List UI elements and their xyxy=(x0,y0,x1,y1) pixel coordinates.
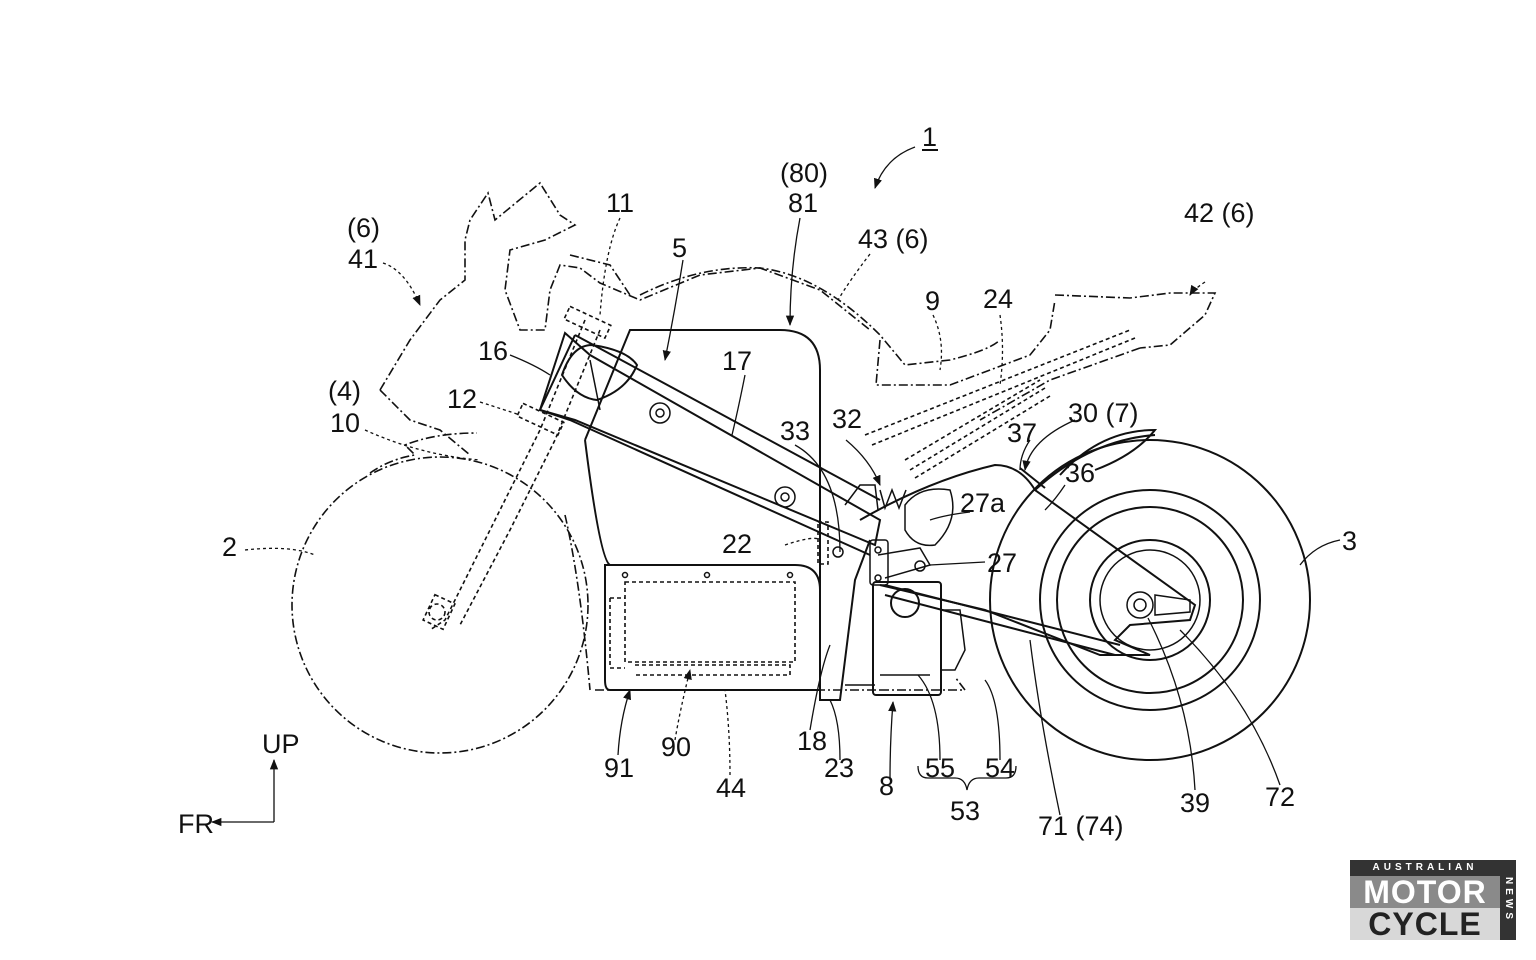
label-43: 43 (6) xyxy=(858,224,929,254)
label-33: 33 xyxy=(780,416,810,446)
label-53: 53 xyxy=(950,796,980,826)
label-2: 2 xyxy=(222,532,237,562)
label-27a: 27a xyxy=(960,488,1006,518)
label-up: UP xyxy=(262,729,300,759)
seat-cowl xyxy=(639,266,1217,479)
label-10: 10 xyxy=(330,408,360,438)
label-44: 44 xyxy=(716,773,746,803)
label-55: 55 xyxy=(925,753,955,783)
lower-frame xyxy=(819,539,889,701)
label-1: 1 xyxy=(922,122,937,152)
label-27: 27 xyxy=(987,548,1017,578)
label-91: 91 xyxy=(604,753,634,783)
leaders xyxy=(210,146,1341,827)
front-cowl xyxy=(379,181,871,456)
label-22: 22 xyxy=(722,529,752,559)
logo-cycle: CYCLE xyxy=(1350,908,1500,940)
label-5: 5 xyxy=(672,233,687,263)
label-3: 3 xyxy=(1342,526,1357,556)
label-18: 18 xyxy=(797,726,827,756)
label-8: 8 xyxy=(879,771,894,801)
label-81: 81 xyxy=(788,188,818,218)
front-wheel xyxy=(291,432,589,754)
label-41: 41 xyxy=(348,244,378,274)
reference-labels: 1 (80) 81 (6) 41 11 5 43 (6) 42 (6) 9 24… xyxy=(178,122,1357,841)
swing-arm xyxy=(844,463,1197,656)
label-fr: FR xyxy=(178,809,214,839)
watermark-logo: AUSTRALIAN MOTOR CYCLE NEWS xyxy=(1350,860,1516,940)
label-4: (4) xyxy=(328,376,361,406)
label-11: 11 xyxy=(606,188,634,218)
label-39: 39 xyxy=(1180,788,1210,818)
label-72: 72 xyxy=(1265,782,1295,812)
label-71: 71 (74) xyxy=(1038,811,1124,841)
rear-wheel xyxy=(884,428,1311,761)
label-6: (6) xyxy=(347,213,380,243)
label-30: 30 (7) xyxy=(1068,398,1139,428)
label-16: 16 xyxy=(478,336,508,366)
front-fender xyxy=(564,514,591,691)
main-frame xyxy=(538,331,882,556)
label-37: 37 xyxy=(1007,418,1037,448)
logo-news: NEWS xyxy=(1500,860,1516,940)
label-24: 24 xyxy=(983,284,1013,314)
label-36: 36 xyxy=(1065,458,1095,488)
label-80: (80) xyxy=(780,158,828,188)
label-17: 17 xyxy=(722,346,752,376)
label-90: 90 xyxy=(661,732,691,762)
label-9: 9 xyxy=(925,286,940,316)
label-54: 54 xyxy=(985,753,1015,783)
label-42: 42 (6) xyxy=(1184,198,1255,228)
label-32: 32 xyxy=(832,404,862,434)
logo-motor: MOTOR xyxy=(1350,876,1500,908)
logo-australian: AUSTRALIAN xyxy=(1350,860,1500,876)
label-12: 12 xyxy=(447,384,477,414)
motor-unit xyxy=(872,581,967,696)
label-23: 23 xyxy=(824,753,854,783)
front-fork xyxy=(422,305,612,631)
